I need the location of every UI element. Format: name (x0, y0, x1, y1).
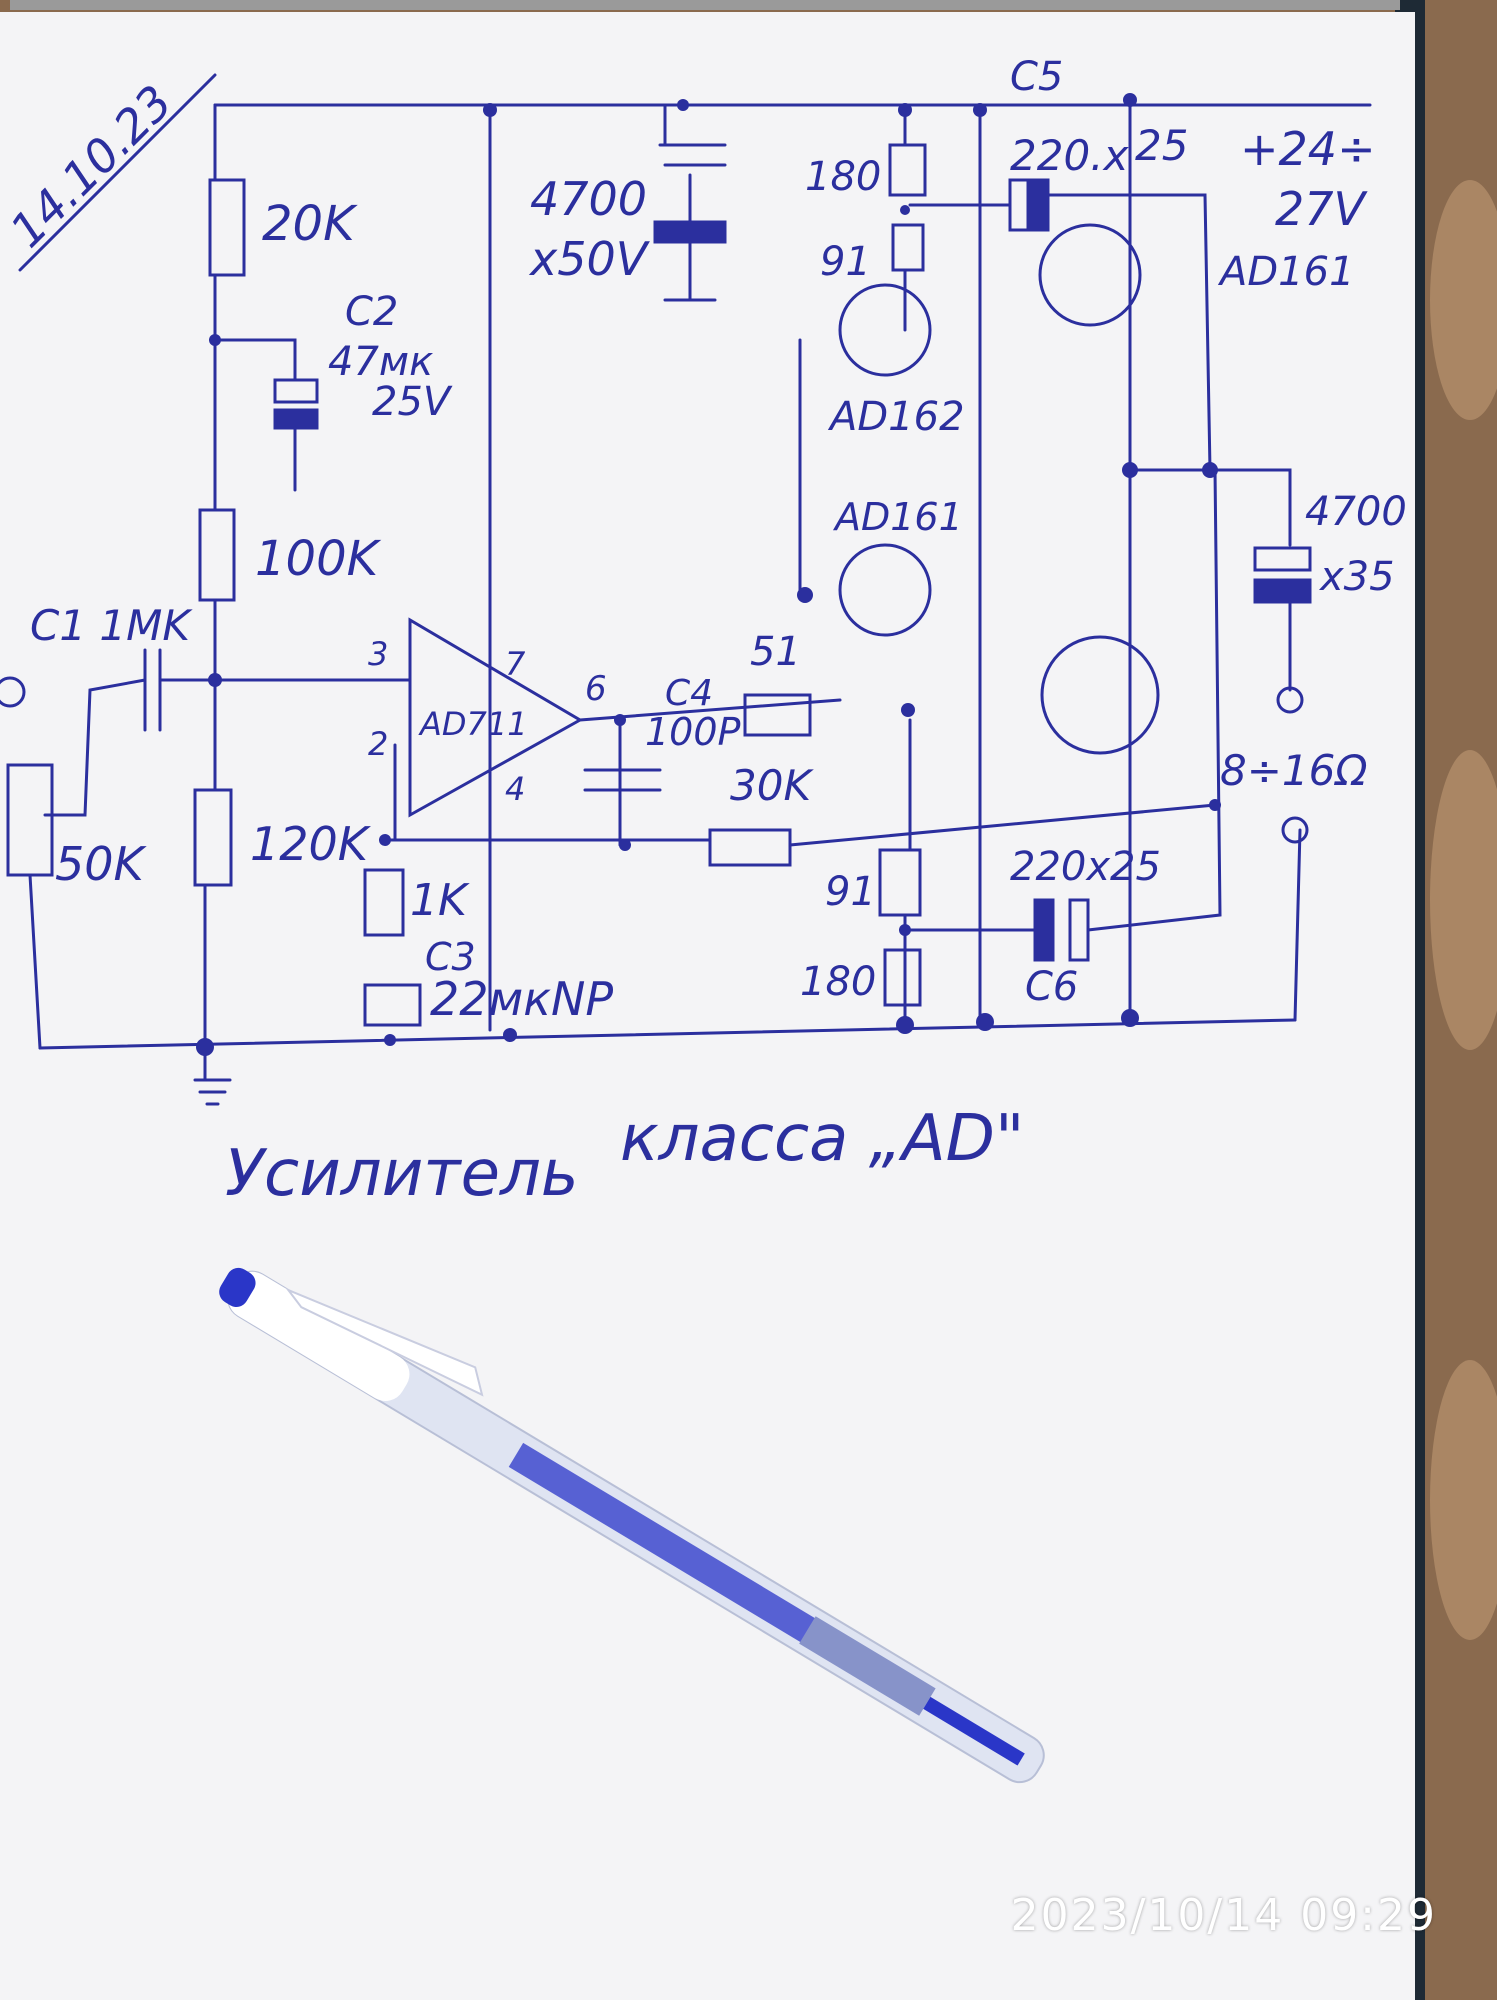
q-ad161-top-label: AD161 (1217, 249, 1355, 295)
r-180-bot-label: 180 (800, 959, 876, 1005)
r-180-top-label: 180 (805, 154, 881, 200)
r-100k-label: 100K (255, 531, 382, 587)
r-20k-label: 20K (262, 196, 358, 252)
c2-value-label: 47мк (328, 339, 433, 385)
supply-line2: 27V (1275, 182, 1369, 236)
title-word-1: Усилитель (225, 1137, 579, 1211)
c2-voltage-label: 25V (372, 379, 453, 425)
pin3-label: 3 (368, 635, 388, 673)
c5-value-label: 220.x (1010, 131, 1130, 180)
pin2-label: 2 (368, 725, 388, 763)
q-ad162-label: AD162 (827, 394, 965, 440)
c4-value-label: 100P (645, 710, 741, 754)
paper-sheet (0, 12, 1415, 2000)
cap-4700-b-voltage: x35 (1318, 554, 1395, 600)
cap-4700-a-label: 4700 (530, 172, 647, 226)
c2-name-label: C2 (345, 289, 398, 335)
r-91-bot-label: 91 (825, 869, 876, 915)
pot-label: 50K (55, 837, 148, 891)
title-word-2: класса „АD" (620, 1102, 1024, 1176)
r-30k-label: 30K (730, 761, 814, 810)
q-ad161-mid-label: AD161 (832, 495, 963, 539)
r-91-top-label: 91 (820, 239, 871, 285)
c5-name-label: C5 (1010, 54, 1063, 100)
supply-line1: +24÷ (1240, 122, 1376, 176)
spiral-binding (10, 0, 1400, 10)
r-120k-label: 120K (250, 817, 372, 871)
r-1k-label: 1K (410, 875, 470, 926)
r-51-label: 51 (750, 629, 801, 675)
pin6-label: 6 (585, 669, 607, 709)
c4-name-label: C4 (665, 673, 713, 714)
c3-name-label: C3 (425, 935, 476, 979)
photo-timestamp: 2023/10/14 09:29 (1010, 1890, 1437, 1941)
opamp-label: AD711 (418, 705, 528, 743)
cap-4700-a-voltage: x50V (528, 232, 651, 286)
c6-value-label: 220x25 (1010, 844, 1161, 890)
c3-value-label: 22мкNP (430, 972, 613, 1026)
cap-4700-b-label: 4700 (1305, 489, 1407, 535)
c6-name-label: C6 (1025, 964, 1078, 1010)
ballpoint-pen (219, 1267, 1045, 1784)
c5-voltage-label: 25 (1135, 121, 1188, 170)
c1-label: C1 1MK (30, 601, 193, 650)
load-label: 8÷16Ω (1220, 746, 1367, 795)
pin4-label: 4 (505, 770, 525, 808)
pin7-label: 7 (505, 645, 526, 683)
